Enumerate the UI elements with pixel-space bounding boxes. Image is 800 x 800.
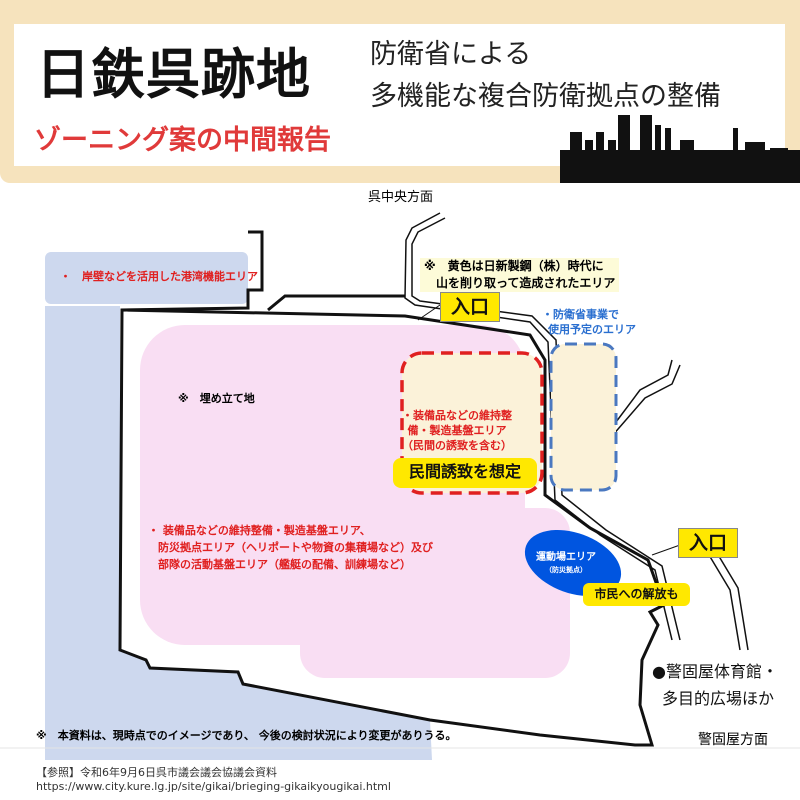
entrance-label-south: 入口 (678, 528, 738, 558)
subtitle-line-2: 多機能な複合防衛拠点の整備 (370, 81, 721, 112)
maintenance-area-label: ・装備品などの維持整 備・製造基盤エリア （民間の誘致を含む） (402, 408, 512, 453)
maintenance-line-2: 備・製造基盤エリア (407, 424, 507, 437)
maintenance-line-3: （民間の誘致を含む） (402, 439, 512, 452)
direction-south: 警固屋方面 (698, 732, 768, 748)
page-title: 日鉄呉跡地 (36, 43, 311, 106)
sports-area (524, 530, 622, 596)
reference-text: 【参照】令和6年9月6日呉市議会議会協議会資料 (36, 766, 277, 779)
sports-area-sub: （防災拠点） (545, 566, 587, 574)
private-invitation-badge: 民間誘致を想定 (393, 458, 537, 488)
direction-north: 呉中央方面 (368, 190, 434, 205)
reclaimed-label: ※ 埋め立て地 (178, 392, 255, 405)
main-area-line-1: ・ 装備品などの維持整備・製造基盤エリア、 (148, 524, 371, 537)
factory-silhouette-icon (560, 115, 800, 183)
subtitle-line-1: 防衛省による (370, 39, 532, 70)
entrance-arrow (417, 304, 441, 321)
maintenance-line-1: ・装備品などの維持整 (402, 409, 512, 422)
yellow-zone-right (549, 342, 618, 492)
sports-area-title: 運動場エリア (536, 552, 596, 563)
main-area-line-2: 防災拠点エリア（ヘリポートや物資の集積場など）及び (158, 541, 433, 554)
main-area-label: ・ 装備品などの維持整備・製造基盤エリア、 防災拠点エリア（ヘリポートや物資の集… (148, 522, 433, 573)
yellow-note: ※ 黄色は日新製鋼（株）時代に 山を削り取って造成されたエリア (420, 258, 620, 292)
port-area (45, 252, 432, 760)
yellow-note-line-2: 山を削り取って造成されたエリア (436, 276, 616, 290)
mod-area-line-1: ・防衛省事業で (542, 308, 619, 321)
mod-area-line-2: 使用予定のエリア (548, 323, 636, 336)
entrance-arrow (651, 544, 681, 556)
reference-url[interactable]: https://www.city.kure.lg.jp/site/gikai/b… (36, 780, 391, 793)
disclaimer: ※ 本資料は、現時点でのイメージであり、 今後の検討状況により変更がありうる。 (36, 729, 457, 742)
zoning-heading: ゾーニング案の中間報告 (34, 125, 331, 156)
yellow-note-line-1: ※ 黄色は日新製鋼（株）時代に (424, 259, 604, 273)
gym-label: ●警固屋体育館・ 多目的広場ほか (652, 658, 778, 712)
public-opening-badge: 市民への解放も (583, 583, 690, 606)
entrance-label-north: 入口 (440, 292, 500, 322)
site-boundary (118, 230, 666, 747)
main-area-line-3: 部隊の活動基盤エリア（艦艇の配備、訓練場など） (158, 558, 411, 571)
port-area-label: ・ 岸壁などを活用した港湾機能エリア (60, 270, 258, 283)
sports-area-label: 運動場エリア （防災拠点） (536, 551, 596, 577)
mod-area-label: ・防衛省事業で 使用予定のエリア (542, 307, 636, 337)
gym-line-2: 多目的広場ほか (662, 689, 775, 708)
gym-line-1: ●警固屋体育館・ (652, 662, 778, 681)
